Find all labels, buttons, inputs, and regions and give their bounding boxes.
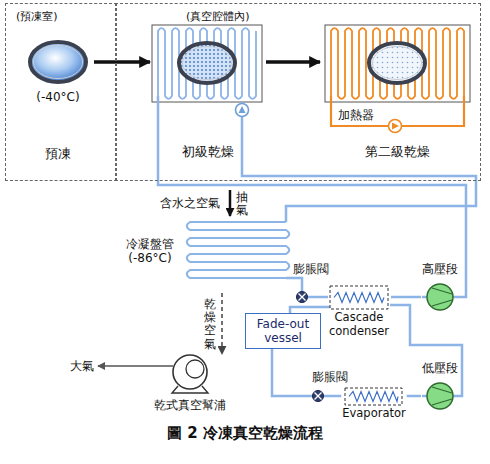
vacuum-pump: 乾式真空幫浦 — [150, 354, 230, 416]
node-label: Cascade condenser — [328, 311, 390, 339]
node-label: 初級乾燥 — [182, 144, 234, 159]
pipe-line — [286, 278, 302, 292]
refrigerant-pipe — [407, 395, 421, 398]
compressor-symbol — [427, 284, 453, 310]
pump-rotor — [186, 360, 204, 378]
node-label: 乾式真空幫浦 — [154, 398, 226, 412]
vial-rim — [183, 47, 232, 80]
flow-note: 乾燥空氣 — [204, 298, 216, 351]
region-box: (預凍室) (-40°C) 預凍 — [6, 4, 116, 180]
expansion-valve-symbol — [297, 292, 308, 303]
pipe-group — [158, 96, 476, 396]
refrigerant-pipe — [391, 296, 421, 299]
flow-note: 大氣 — [70, 359, 94, 373]
pump-triangle — [239, 106, 246, 113]
cooling-coil — [158, 28, 256, 99]
dryer-chamber: 初級乾燥 — [150, 22, 266, 162]
circulation-pump-symbol — [236, 104, 249, 117]
pipe-line — [390, 305, 462, 396]
chamber-outline — [152, 25, 262, 102]
heat-exchanger: Evaporator — [341, 386, 407, 424]
compressor-wedge — [432, 288, 452, 306]
condenser-coil: 冷凝盤管 (-86°C) — [112, 215, 290, 293]
exchanger-outline — [345, 388, 402, 405]
node-label: Fade-out vessel — [248, 317, 318, 346]
exchanger-zigzag — [334, 293, 384, 303]
heat-exchanger: Cascade condenser — [327, 284, 391, 342]
compressor-wedge — [432, 387, 452, 405]
pipe-line — [242, 102, 476, 222]
valve-cross — [315, 393, 322, 400]
pipe-line — [158, 96, 466, 297]
flow-note: 抽氣 — [236, 191, 248, 217]
vial-symbol — [30, 42, 86, 82]
chamber-outline — [325, 25, 470, 102]
exchanger-zigzag — [349, 392, 398, 402]
condenser-coil-symbol — [187, 222, 289, 278]
node-label: 第二級乾燥 — [365, 144, 430, 159]
valve-label: 膨脹閥 — [293, 262, 329, 276]
region-box: (真空腔體內) 初級乾燥 第二級乾燥 — [116, 4, 480, 180]
dryer-chamber: 第二級乾燥 — [320, 22, 474, 162]
vial-symbol — [179, 43, 235, 83]
exchanger-outline — [330, 286, 388, 309]
figure-caption: 圖 2 冷凍真空乾燥流程 — [0, 424, 490, 443]
process-arrow — [266, 60, 320, 64]
vial-stage: (-40°C) 預凍 — [22, 38, 94, 164]
circulation-pump-symbol — [389, 120, 402, 133]
valve-cross — [299, 294, 306, 301]
node-label: (-40°C) — [36, 90, 79, 104]
pipe-line — [308, 296, 329, 299]
valve-label: 膨脹閥 — [312, 370, 348, 384]
compressor-symbol — [427, 383, 453, 409]
heating-coil — [331, 28, 464, 99]
region-heading: (預凍室) — [16, 10, 58, 23]
compressor: 高壓段 — [421, 262, 459, 312]
vessel-box: Fade-out vessel — [245, 313, 321, 349]
vial-rim — [34, 46, 83, 79]
dry-air-line — [221, 293, 223, 354]
air-arrow — [229, 190, 232, 216]
flow-note: 含水之空氣 — [160, 196, 220, 210]
region-heading: (真空腔體內) — [186, 10, 250, 23]
vacuum-pump-symbol — [173, 355, 207, 389]
vial-symbol — [369, 43, 425, 83]
node-label: 低壓段 — [422, 361, 458, 375]
pump-triangle — [392, 123, 399, 130]
node-label: Evaporator — [342, 407, 406, 421]
node-label: 預凍 — [45, 146, 71, 161]
node-label: 冷凝盤管 (-86°C) — [118, 237, 182, 266]
process-arrow — [94, 60, 150, 64]
expansion-valve-symbol — [313, 391, 324, 402]
compressor: 低壓段 — [421, 361, 459, 411]
node-label: 高壓段 — [422, 262, 458, 276]
vial-rim — [373, 47, 422, 80]
exhaust-arrow — [98, 365, 173, 367]
heater-label: 加熱器 — [338, 108, 374, 122]
pump-base — [172, 386, 208, 393]
